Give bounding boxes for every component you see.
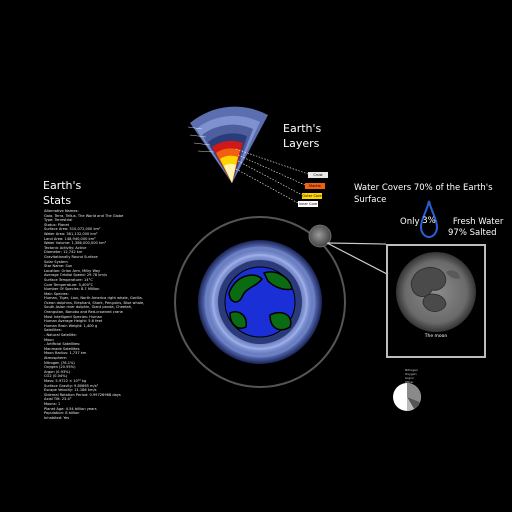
water-drop: 3% xyxy=(418,199,440,239)
stats-item: Nitrogen (78.1%) xyxy=(44,360,75,365)
stats-item: Core Temperature: 5,400°C xyxy=(44,282,94,287)
moon-connector xyxy=(326,242,388,275)
fresh-water-label: Fresh Water xyxy=(452,217,504,227)
water-drop-icon xyxy=(419,200,439,239)
stats-list: Alternative Names:Gaia, Terra, Tellus, T… xyxy=(44,209,176,420)
pie-legend-oxygen: Oxygen xyxy=(405,372,417,376)
water-coverage-text: Water Covers 70% of the Earth's Surface xyxy=(354,183,493,205)
pie-legend-nitrogen: Nitrogen xyxy=(405,368,418,372)
layer-tag-crust: Crust xyxy=(308,172,328,178)
atmosphere-pie xyxy=(393,383,421,411)
moon-orbit xyxy=(174,216,346,388)
stats-item: Oxygen (20.95%) xyxy=(44,365,76,370)
stats-item: South Asian river dolphin, Giant panda, … xyxy=(44,305,133,310)
stats-item: Atmosphere: xyxy=(44,356,67,360)
stats-item: Land Area: 148,940,000 km² xyxy=(44,236,96,241)
stats-item: Star Name: Sun xyxy=(44,264,73,269)
stats-item: Human, Tiger, Lion, North America right … xyxy=(44,296,143,301)
stats-item: Axial Tilt: 23.4° xyxy=(44,397,72,402)
stats-item: Population: 8 billion xyxy=(44,411,80,416)
fresh-water-pct: 3% xyxy=(422,216,436,226)
stats-item: Tectonic Activity: Active xyxy=(44,245,87,250)
stats-item: Number Of Species: 8.7 Million xyxy=(44,287,100,292)
continent-4 xyxy=(269,311,292,331)
stats-item: Human Average Height: 5.6 feet xyxy=(44,319,103,324)
moon-zoom-panel xyxy=(386,244,486,358)
layers-title: Earth's Layers xyxy=(283,122,322,150)
earth-orbit-system xyxy=(174,216,387,388)
stats-item: - Natural Satellite: xyxy=(44,333,77,338)
fresh-water-prefix: Only xyxy=(400,217,420,227)
stats-item: Planet Age: 4.54 billion years xyxy=(44,406,97,411)
stats-item: Orangutan, Bonobo and Red-crowned crane xyxy=(44,310,123,315)
earth-layers-diagram xyxy=(187,106,309,204)
stats-item: Location: Orion Arm, Milky Way xyxy=(44,268,101,273)
stats-item: Diameter: 12,742 km xyxy=(44,250,83,255)
layer-tag-inner-core: Inner Core xyxy=(298,201,318,207)
stats-item: Surface Temperature: 14°C xyxy=(44,277,93,282)
stats-title: Earth's Stats xyxy=(43,179,82,207)
stats-item: - Artificial Satellites: xyxy=(44,342,81,347)
moon-small[interactable] xyxy=(308,224,332,248)
stats-item: Moon Radius: 1,737 km xyxy=(44,351,87,356)
stats-item: Moon xyxy=(44,337,54,342)
stats-item: Sidereal Rotation Period: 0.99726968 day… xyxy=(44,392,121,397)
layer-tag-mantle: Mantle xyxy=(305,183,325,189)
stats-item: Water Volume: 1,386,000,000 km³ xyxy=(44,241,106,246)
stats-item: Type: Terrestrial xyxy=(44,218,73,223)
stats-item: Inhabited: Yes xyxy=(44,415,70,420)
stats-item: Status: Planet xyxy=(44,222,70,227)
stats-item: CO2 (0.04%) xyxy=(44,374,67,379)
stats-item: Surface Gravity: 9.80665 m/s² xyxy=(44,383,99,388)
pie-legend-argon: Argon xyxy=(405,376,414,380)
pie-slice-oxygen xyxy=(407,383,421,402)
stats-item: Satellites: xyxy=(44,328,62,333)
stats-item: Moons: 1 xyxy=(44,401,61,406)
continent-2 xyxy=(262,271,293,291)
stats-item: Solar System xyxy=(44,259,68,264)
stats-item: Human Brain Weight: 1,400 g xyxy=(44,323,98,328)
salted-water-text: 97% Salted xyxy=(448,228,497,238)
stats-item: Gaia, Terra, Tellus, The World and The G… xyxy=(44,213,124,218)
stats-item: Mass: 5.9722 × 10²⁴ kg xyxy=(44,378,87,383)
pie-legend-other: Other xyxy=(405,380,414,384)
continent-3 xyxy=(229,311,247,329)
pie-slice-argon xyxy=(407,397,420,409)
moon-large xyxy=(396,252,476,332)
stats-item: Ocean dolphins, Elephant, Shark, Penguin… xyxy=(44,300,145,305)
moon-caption: The moon xyxy=(424,334,448,339)
stats-item: Escape Velocity: 11.186 km/s xyxy=(44,388,97,393)
stats-item: Surface Area: 510,072,000 km² xyxy=(44,227,101,232)
stats-item: Manmade Satellites xyxy=(44,346,80,351)
stats-item: Most Intelligent Species: Human xyxy=(44,314,103,319)
layer-center xyxy=(224,163,236,183)
stats-item: Average Orbital Speed: 29.78 km/s xyxy=(44,273,107,278)
fresh-water-text: Only Fresh Water xyxy=(400,217,503,227)
stats-item: Alternative Names: xyxy=(44,209,79,213)
stats-item: Argon (0.93%) xyxy=(44,369,70,374)
stats-item: Gravitationally Round Surface xyxy=(44,254,98,259)
stats-item: Main Species: xyxy=(44,291,69,296)
continent-1 xyxy=(228,274,263,303)
layer-tag-outer-core: Outer Core xyxy=(302,193,322,199)
pie-legend: Nitrogen Oxygen Argon Other xyxy=(405,368,418,384)
stats-item: Water Area: 361,132,000 km² xyxy=(44,231,98,236)
pie-slice-other xyxy=(407,397,414,411)
